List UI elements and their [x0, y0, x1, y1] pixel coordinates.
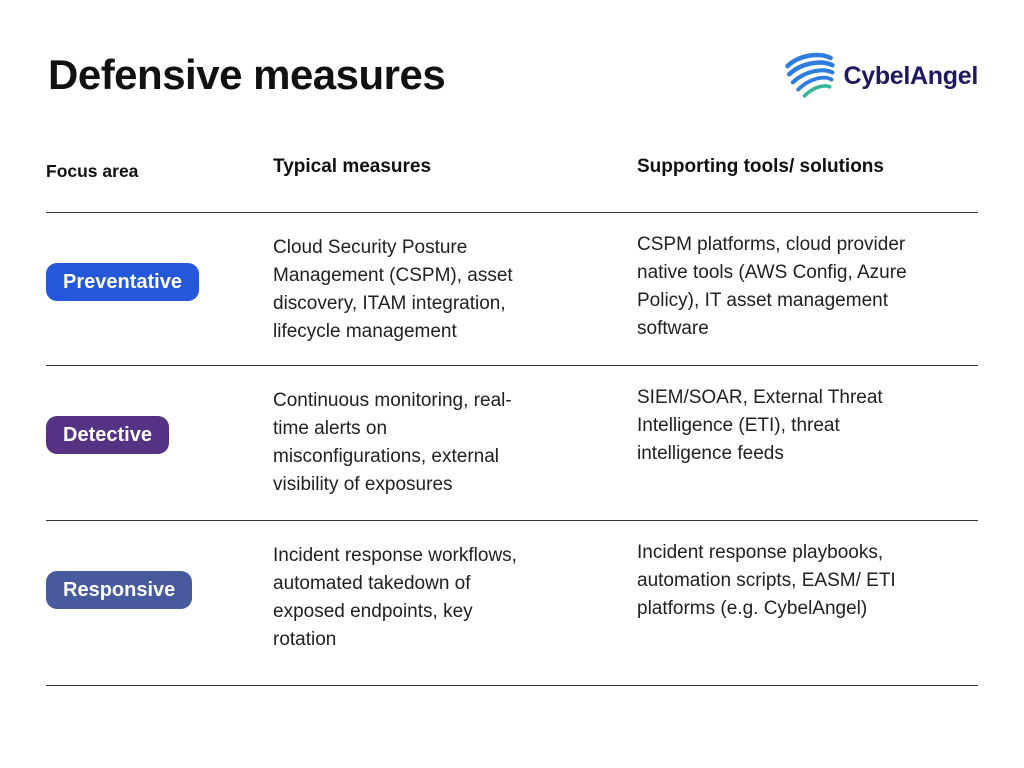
table-row-responsive: Responsive Incident response workflows, … [46, 520, 978, 685]
cybelangel-wing-icon [785, 52, 836, 98]
column-header-typical-measures: Typical measures [273, 156, 432, 177]
typical-measures-cell: Cloud Security Posture Management (CSPM)… [273, 237, 513, 342]
supporting-tools-cell: SIEM/SOAR, External Threat Intelligence … [637, 387, 883, 464]
focus-area-cell: Detective [46, 366, 273, 520]
focus-area-cell: Preventative [46, 213, 273, 365]
column-header-focus-area: Focus area [46, 161, 139, 181]
supporting-tools-cell: Incident response playbooks, automation … [637, 542, 896, 619]
page-title: Defensive measures [48, 51, 446, 98]
table-row-detective: Detective Continuous monitoring, real- t… [46, 365, 978, 520]
supporting-tools-cell: CSPM platforms, cloud provider native to… [637, 234, 907, 339]
defensive-measures-table: Focus area Typical measures Supporting t… [46, 148, 978, 686]
detective-badge: Detective [46, 416, 169, 454]
preventative-badge: Preventative [46, 263, 199, 301]
typical-measures-cell: Incident response workflows, automated t… [273, 545, 517, 650]
typical-measures-cell: Continuous monitoring, real- time alerts… [273, 390, 512, 495]
table-row-preventative: Preventative Cloud Security Posture Mana… [46, 212, 978, 365]
brand-name: CybelAngel [843, 61, 978, 90]
column-header-supporting-tools: Supporting tools/ solutions [637, 156, 884, 177]
cybelangel-logo: CybelAngel [782, 50, 978, 102]
focus-area-cell: Responsive [46, 521, 273, 685]
responsive-badge: Responsive [46, 571, 193, 609]
table-header-row: Focus area Typical measures Supporting t… [46, 148, 978, 212]
